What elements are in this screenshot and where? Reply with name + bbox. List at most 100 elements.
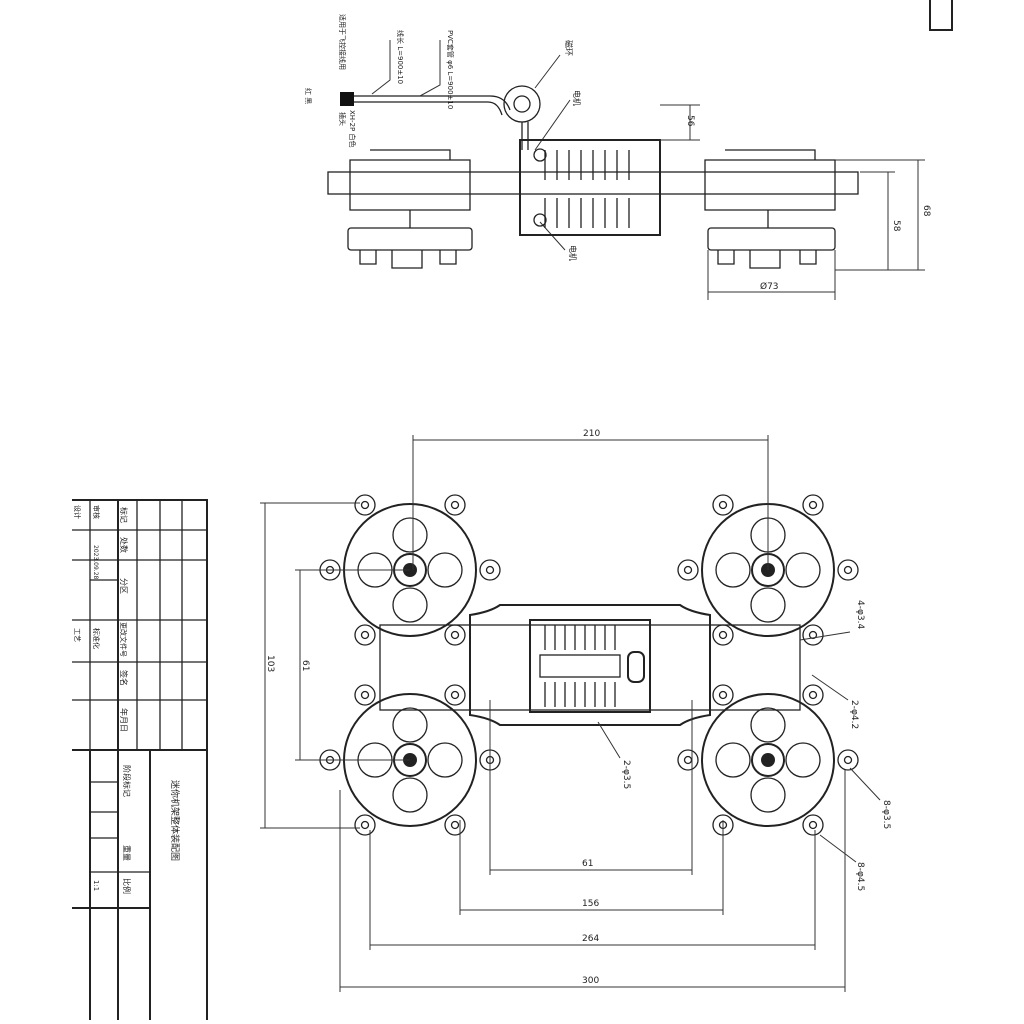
frame-body	[469, 604, 711, 726]
mount-hole	[808, 500, 818, 510]
hole-4-phi3.4: 4-φ3.4	[855, 600, 865, 629]
tb-standard: 标准化	[92, 628, 101, 649]
tb-title: 迷你机架整体装配图	[169, 780, 181, 861]
mount-tab	[677, 559, 699, 581]
label-power-line: 适用于飞控接线用	[338, 14, 347, 70]
cable	[354, 95, 511, 116]
label-motor-bottom: 电机	[568, 245, 578, 261]
connector-plug	[340, 92, 354, 106]
label-connector: XH-2P 白色	[348, 110, 357, 148]
dim-61-vertical: 61	[300, 660, 310, 671]
mount-tab	[354, 684, 376, 706]
mount-tab	[354, 814, 376, 836]
vent-hole	[427, 742, 463, 778]
vent-hole	[392, 777, 428, 813]
dim-68: 68	[921, 205, 931, 217]
tb-review: 审核	[92, 505, 101, 519]
dim-300: 300	[582, 976, 599, 986]
tb-date-value: 2023.09.28	[92, 545, 99, 580]
mount-hole	[808, 630, 818, 640]
label-red-black: 红 黑	[304, 88, 313, 104]
vent-hole	[392, 517, 428, 553]
tb-stage: 阶段标记	[122, 765, 132, 797]
center-module	[529, 619, 651, 713]
mount-tab	[479, 559, 501, 581]
mount-tab	[837, 749, 859, 771]
mount-hole	[718, 630, 728, 640]
mount-tab	[837, 559, 859, 581]
mount-hole	[843, 755, 853, 765]
hole-2-phi3.5: 2-φ3.5	[621, 760, 631, 789]
vent-hole	[392, 707, 428, 743]
tb-scale: 比例	[122, 878, 132, 894]
mount-tab	[802, 684, 824, 706]
tb-col-sign: 签名	[119, 670, 129, 686]
mount-tab	[712, 494, 734, 516]
dim-73: Ø73	[760, 281, 779, 292]
mount-hole	[450, 820, 460, 830]
mount-tab	[444, 494, 466, 516]
dim-210: 210	[583, 429, 600, 439]
dim-56: 56	[685, 115, 695, 127]
mount-hole	[485, 565, 495, 575]
dim-58: 58	[891, 220, 901, 232]
dim-156: 156	[582, 899, 599, 909]
mount-tab	[712, 624, 734, 646]
mount-tab	[444, 814, 466, 836]
tb-col-mark: 标记	[119, 507, 129, 523]
vent-hole	[785, 742, 821, 778]
frame-arms	[379, 624, 801, 711]
tb-process: 工艺	[73, 628, 81, 642]
dim-103: 103	[265, 655, 275, 672]
vent-hole	[750, 587, 786, 623]
tb-scale-value: 1:1	[92, 880, 100, 891]
mount-hole	[360, 630, 370, 640]
mount-hole	[450, 630, 460, 640]
top-view: 210 103 61 61 156 264 300 4-φ3.4 2-φ4.2 …	[260, 429, 891, 992]
mount-tab	[677, 749, 699, 771]
hole-8-phi4.5: 8-φ4.5	[855, 862, 865, 891]
mount-tab	[802, 624, 824, 646]
motor-shaft	[761, 753, 775, 767]
vent-slots	[544, 150, 630, 228]
mount-hole	[360, 820, 370, 830]
vent-hole	[427, 552, 463, 588]
dim-61-horizontal: 61	[582, 859, 593, 869]
motor-housing	[701, 693, 835, 827]
hole-2-phi4.2: 2-φ4.2	[849, 700, 859, 729]
title-block: 标记 处数 分区 更改文件号 签名 年月日 设计 审核 工艺 标准化 2023.…	[72, 499, 208, 1020]
tb-design: 设计	[73, 505, 82, 519]
motor-hub	[751, 743, 785, 777]
vent-hole	[715, 742, 751, 778]
vent-hole	[750, 777, 786, 813]
label-connector-note: 插头	[338, 112, 347, 126]
mount-tab	[354, 494, 376, 516]
mount-hole	[683, 755, 693, 765]
mount-hole	[360, 500, 370, 510]
mount-hole	[718, 690, 728, 700]
right-propeller	[707, 227, 836, 251]
magnetic-ring	[503, 85, 541, 123]
left-propeller	[347, 227, 473, 251]
hole-8-phi3.5: 8-φ3.5	[881, 800, 891, 829]
mount-hole	[450, 690, 460, 700]
mount-hole	[808, 820, 818, 830]
vent-hole	[392, 587, 428, 623]
dim-264: 264	[582, 934, 599, 944]
tb-weight: 重量	[122, 845, 132, 861]
label-motor-top: 电机	[572, 90, 582, 106]
tb-col-count: 处数	[119, 537, 129, 553]
mount-hole	[450, 500, 460, 510]
border-corner	[929, 0, 953, 31]
mount-tab	[802, 494, 824, 516]
tb-col-zone: 分区	[119, 578, 128, 594]
label-sleeve: PVC套管 φ6 L=900±10	[446, 30, 455, 109]
mount-hole	[360, 690, 370, 700]
vent-hole	[750, 707, 786, 743]
mount-hole	[683, 565, 693, 575]
mount-tab	[802, 814, 824, 836]
label-magnetic-ring: 磁环	[564, 40, 574, 56]
side-view: 56 58 68 Ø73 红 黑 XH-2P 白色 插头 适用于飞控接线用 线长…	[304, 14, 931, 300]
tb-col-date: 年月日	[119, 708, 129, 732]
